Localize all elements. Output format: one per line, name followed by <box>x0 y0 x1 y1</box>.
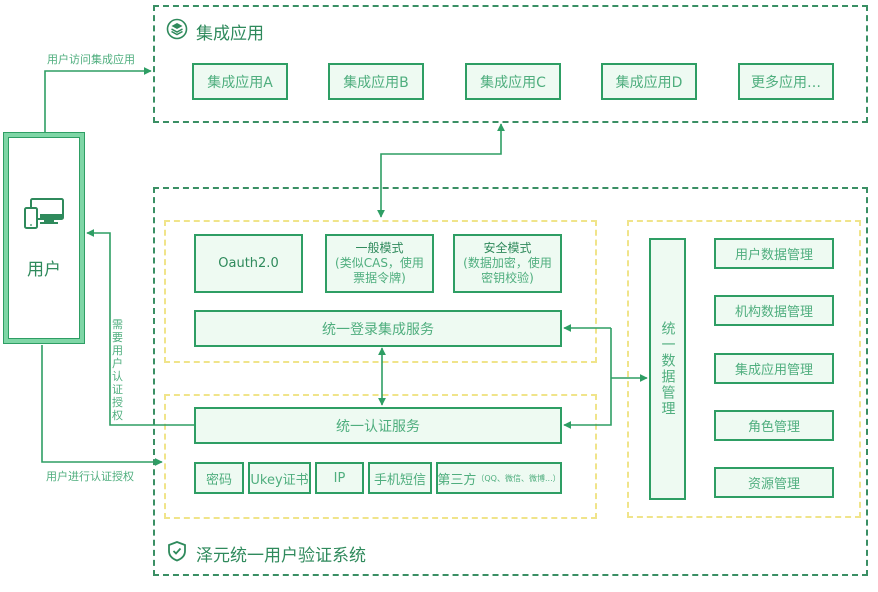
auth-service-box[interactable]: 统一认证服务 <box>194 407 562 444</box>
connector-apps-sso <box>377 123 505 218</box>
mode-title: 安全模式 <box>483 241 532 255</box>
auth-method-ukey[interactable]: Ukey证书 <box>248 462 311 494</box>
integrated-apps-header: 集成应用 <box>166 18 264 45</box>
sso-service-label: 统一登录集成服务 <box>322 321 434 338</box>
app-box-more[interactable]: 更多应用… <box>738 63 834 100</box>
integrated-apps-title: 集成应用 <box>196 24 264 44</box>
data-mgmt-title: 统一数据管理 <box>659 321 676 417</box>
data-mgmt-item-resources[interactable]: 资源管理 <box>714 467 834 498</box>
data-mgmt-item-apps[interactable]: 集成应用管理 <box>714 353 834 384</box>
shield-check-icon <box>166 540 188 567</box>
app-label: 集成应用C <box>480 74 546 91</box>
auth-system-header: 泽元统一用户验证系统 <box>166 540 366 567</box>
auth-method-ip[interactable]: IP <box>315 462 364 494</box>
auth-system-title: 泽元统一用户验证系统 <box>196 546 366 566</box>
third-party-note: （QQ、微信、微博...） <box>476 473 561 483</box>
user-label: 用户 <box>27 259 61 280</box>
mode-desc: (类似CAS，使用票据令牌) <box>335 256 424 285</box>
app-box-b[interactable]: 集成应用B <box>328 63 424 100</box>
sso-mode-oauth[interactable]: Oauth2.0 <box>194 234 303 293</box>
item-label: 机构数据管理 <box>734 305 813 320</box>
app-box-a[interactable]: 集成应用A <box>192 63 288 100</box>
auth-method-third-party[interactable]: 第三方 （QQ、微信、微博...） <box>436 462 562 494</box>
flow-label-perform-auth: 用户进行认证授权 <box>46 470 134 483</box>
app-label: 集成应用A <box>207 74 273 91</box>
mode-title: Oauth2.0 <box>218 256 279 271</box>
item-label: 用户数据管理 <box>734 248 813 263</box>
auth-method-password[interactable]: 密码 <box>194 462 244 494</box>
sso-mode-general[interactable]: 一般模式 (类似CAS，使用票据令牌) <box>325 234 434 293</box>
flow-label-need-auth: 需要用户认证授权 <box>112 318 123 422</box>
auth-method-sms[interactable]: 手机短信 <box>368 462 432 494</box>
item-label: 集成应用管理 <box>734 363 813 378</box>
mode-title: 一般模式 <box>355 241 404 255</box>
devices-icon <box>24 197 64 235</box>
item-label: 资源管理 <box>747 477 800 492</box>
connector-user-to-apps <box>44 67 152 132</box>
method-label: Ukey证书 <box>250 472 309 488</box>
data-mgmt-item-users[interactable]: 用户数据管理 <box>714 238 834 269</box>
app-label: 集成应用B <box>343 74 409 91</box>
layers-icon <box>166 18 188 45</box>
flow-label-access-apps: 用户访问集成应用 <box>47 53 135 66</box>
mode-desc: (数据加密，使用密钥校验) <box>463 256 552 285</box>
connector-user-to-auth <box>41 345 163 466</box>
integrated-apps-panel <box>153 5 868 123</box>
data-mgmt-item-roles[interactable]: 角色管理 <box>714 410 834 441</box>
sso-mode-secure[interactable]: 安全模式 (数据加密，使用密钥校验) <box>453 234 562 293</box>
sso-service-box[interactable]: 统一登录集成服务 <box>194 310 562 347</box>
user-box[interactable]: 用户 <box>3 132 85 344</box>
app-box-c[interactable]: 集成应用C <box>465 63 561 100</box>
connector-data-auth <box>563 328 612 429</box>
connector-auth-to-user <box>86 229 194 426</box>
data-mgmt-box[interactable]: 统一数据管理 <box>649 238 686 500</box>
app-label: 集成应用D <box>615 74 683 91</box>
auth-system-panel <box>153 187 868 576</box>
method-label: 密码 <box>205 472 232 488</box>
auth-service-label: 统一认证服务 <box>336 418 420 435</box>
data-mgmt-item-orgs[interactable]: 机构数据管理 <box>714 295 834 326</box>
method-label: 第三方 <box>437 472 477 488</box>
data-mgmt-region <box>627 220 861 518</box>
method-label: IP <box>333 470 346 486</box>
item-label: 角色管理 <box>747 420 800 435</box>
app-box-d[interactable]: 集成应用D <box>601 63 697 100</box>
method-label: 手机短信 <box>373 472 426 488</box>
app-label: 更多应用… <box>751 74 821 91</box>
